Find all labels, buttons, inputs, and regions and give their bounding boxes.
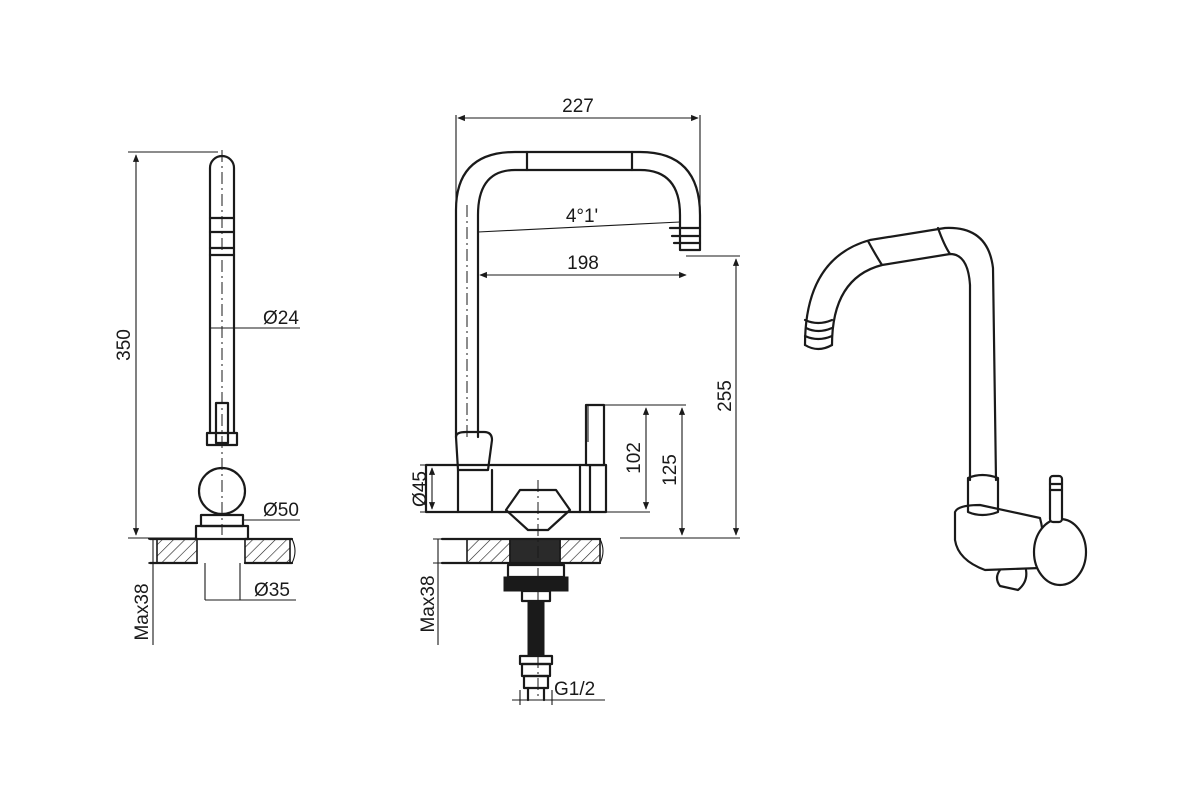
perspective-view	[803, 226, 1088, 592]
front-countertop	[440, 537, 604, 565]
side-dimensions	[128, 151, 300, 645]
dim-base-diameter: Ø50	[263, 500, 299, 521]
dim-max-thickness-side: Max38	[132, 583, 153, 640]
dim-body-diameter-45: Ø45	[410, 471, 431, 507]
dim-spout-diameter: Ø24	[263, 308, 299, 329]
dim-handle-height-102: 102	[624, 442, 645, 474]
side-countertop	[148, 537, 296, 565]
front-labels: 227 4°1' 198 255 102 125 Ø45 Max38 G1/2	[410, 96, 736, 700]
front-spout	[454, 150, 702, 440]
dim-connection: G1/2	[554, 679, 595, 700]
dim-spout-height-255: 255	[715, 380, 736, 412]
side-body	[194, 401, 250, 600]
perspective-body	[953, 473, 1088, 592]
dim-body-height-125: 125	[660, 454, 681, 486]
front-view: 227 4°1' 198 255 102 125 Ø45 Max38 G1/2	[410, 96, 740, 705]
dim-height-350: 350	[114, 329, 135, 361]
side-view: 350 Ø24 Ø50 Ø35 Max38	[114, 150, 300, 645]
front-hose	[503, 563, 569, 702]
perspective-spout	[803, 226, 998, 482]
dim-angle: 4°1'	[566, 206, 598, 227]
side-spout	[208, 150, 236, 535]
dim-width-227: 227	[562, 96, 594, 117]
dim-hole-diameter: Ø35	[254, 580, 290, 601]
side-labels: 350 Ø24 Ø50 Ø35 Max38	[114, 308, 299, 641]
dim-reach-198: 198	[567, 253, 599, 274]
dim-max-thickness-front: Max38	[418, 575, 439, 632]
front-dimensions	[420, 114, 740, 705]
